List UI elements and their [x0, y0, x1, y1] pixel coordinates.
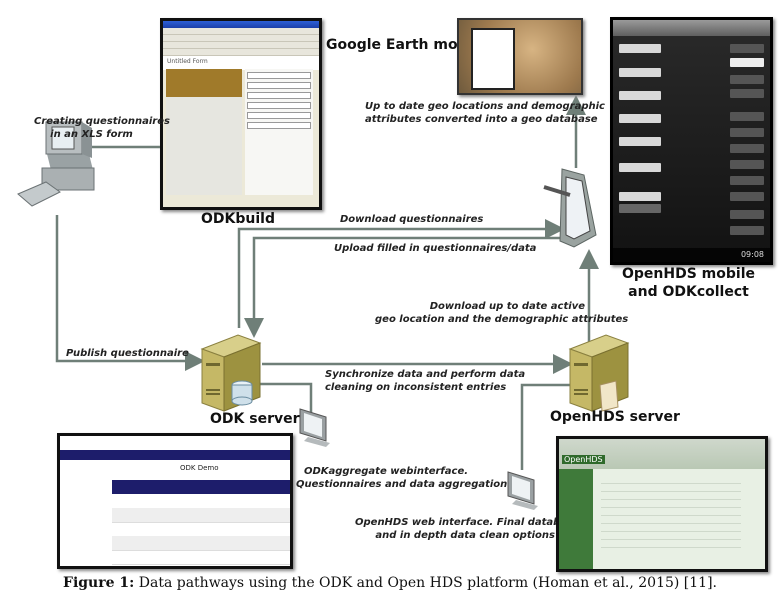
monitor-icon	[299, 408, 330, 447]
label-download-questionnaires: Download questionnaires	[340, 214, 484, 225]
odkaggregate-screenshot: ODK Demo	[57, 433, 293, 569]
node-odk-server: ODK server	[210, 411, 300, 427]
openhds-web-header: OpenHDS	[559, 439, 765, 469]
tablet-device-icon	[543, 168, 597, 248]
edge-openhds-web	[520, 383, 570, 470]
monitor-icon	[507, 471, 538, 510]
aggregate-title: ODK Demo	[180, 464, 219, 472]
figure-caption: Figure 1: Data pathways using the ODK an…	[63, 575, 717, 591]
google-earth-screenshot	[457, 18, 583, 95]
node-google-earth: Google Earth mobile	[326, 37, 487, 53]
form-title: Untitled Form	[163, 56, 319, 70]
app-header	[613, 20, 770, 36]
openhds-logo: OpenHDS	[562, 455, 605, 464]
node-openhds-server: OpenHDS server	[550, 409, 680, 425]
android-nav-bar: 09:08	[613, 248, 770, 262]
label-geo-database: Up to date geo locations and demographic…	[365, 101, 605, 125]
node-openhds-mobile: OpenHDS mobile and ODKcollect	[622, 266, 755, 300]
clock: 09:08	[740, 250, 764, 259]
aggregate-nav-bar	[60, 450, 290, 460]
openhds-web-sidebar	[559, 469, 593, 569]
label-odkaggregate: ODKaggregate webinterface. Questionnaire…	[296, 466, 508, 490]
odkbuild-screenshot: Untitled Form	[160, 18, 322, 210]
openhds-mobile-screenshot: 09:08	[610, 17, 773, 265]
openhds-web-screenshot: OpenHDS	[556, 436, 768, 572]
edge-upload-filled	[244, 236, 585, 338]
edge-odk-aggregate	[248, 382, 313, 418]
label-creating-questionnaires: Creating questionnaires in an XLS form	[34, 116, 170, 140]
properties-panel	[245, 69, 313, 195]
label-synchronize: Synchronize data and perform data cleani…	[325, 369, 526, 393]
edge-publish-questionnaire	[55, 215, 205, 371]
label-publish-questionnaire: Publish questionnaire	[66, 348, 189, 359]
node-odkbuild: ODKbuild	[201, 211, 275, 227]
window-titlebar	[163, 21, 319, 28]
edge-download-questionnaires	[237, 219, 565, 328]
odk-server-icon	[200, 334, 262, 412]
question-card	[166, 69, 242, 97]
search-panel	[471, 28, 515, 90]
desktop-computer-icon	[17, 121, 95, 207]
label-upload-filled: Upload filled in questionnaires/data	[334, 243, 537, 254]
aggregate-table-header	[112, 480, 290, 494]
openhds-server-icon	[568, 334, 630, 412]
label-openhds-web: OpenHDS web interface. Final database an…	[355, 517, 580, 541]
label-download-geo: Download up to date active geo location …	[375, 301, 629, 325]
